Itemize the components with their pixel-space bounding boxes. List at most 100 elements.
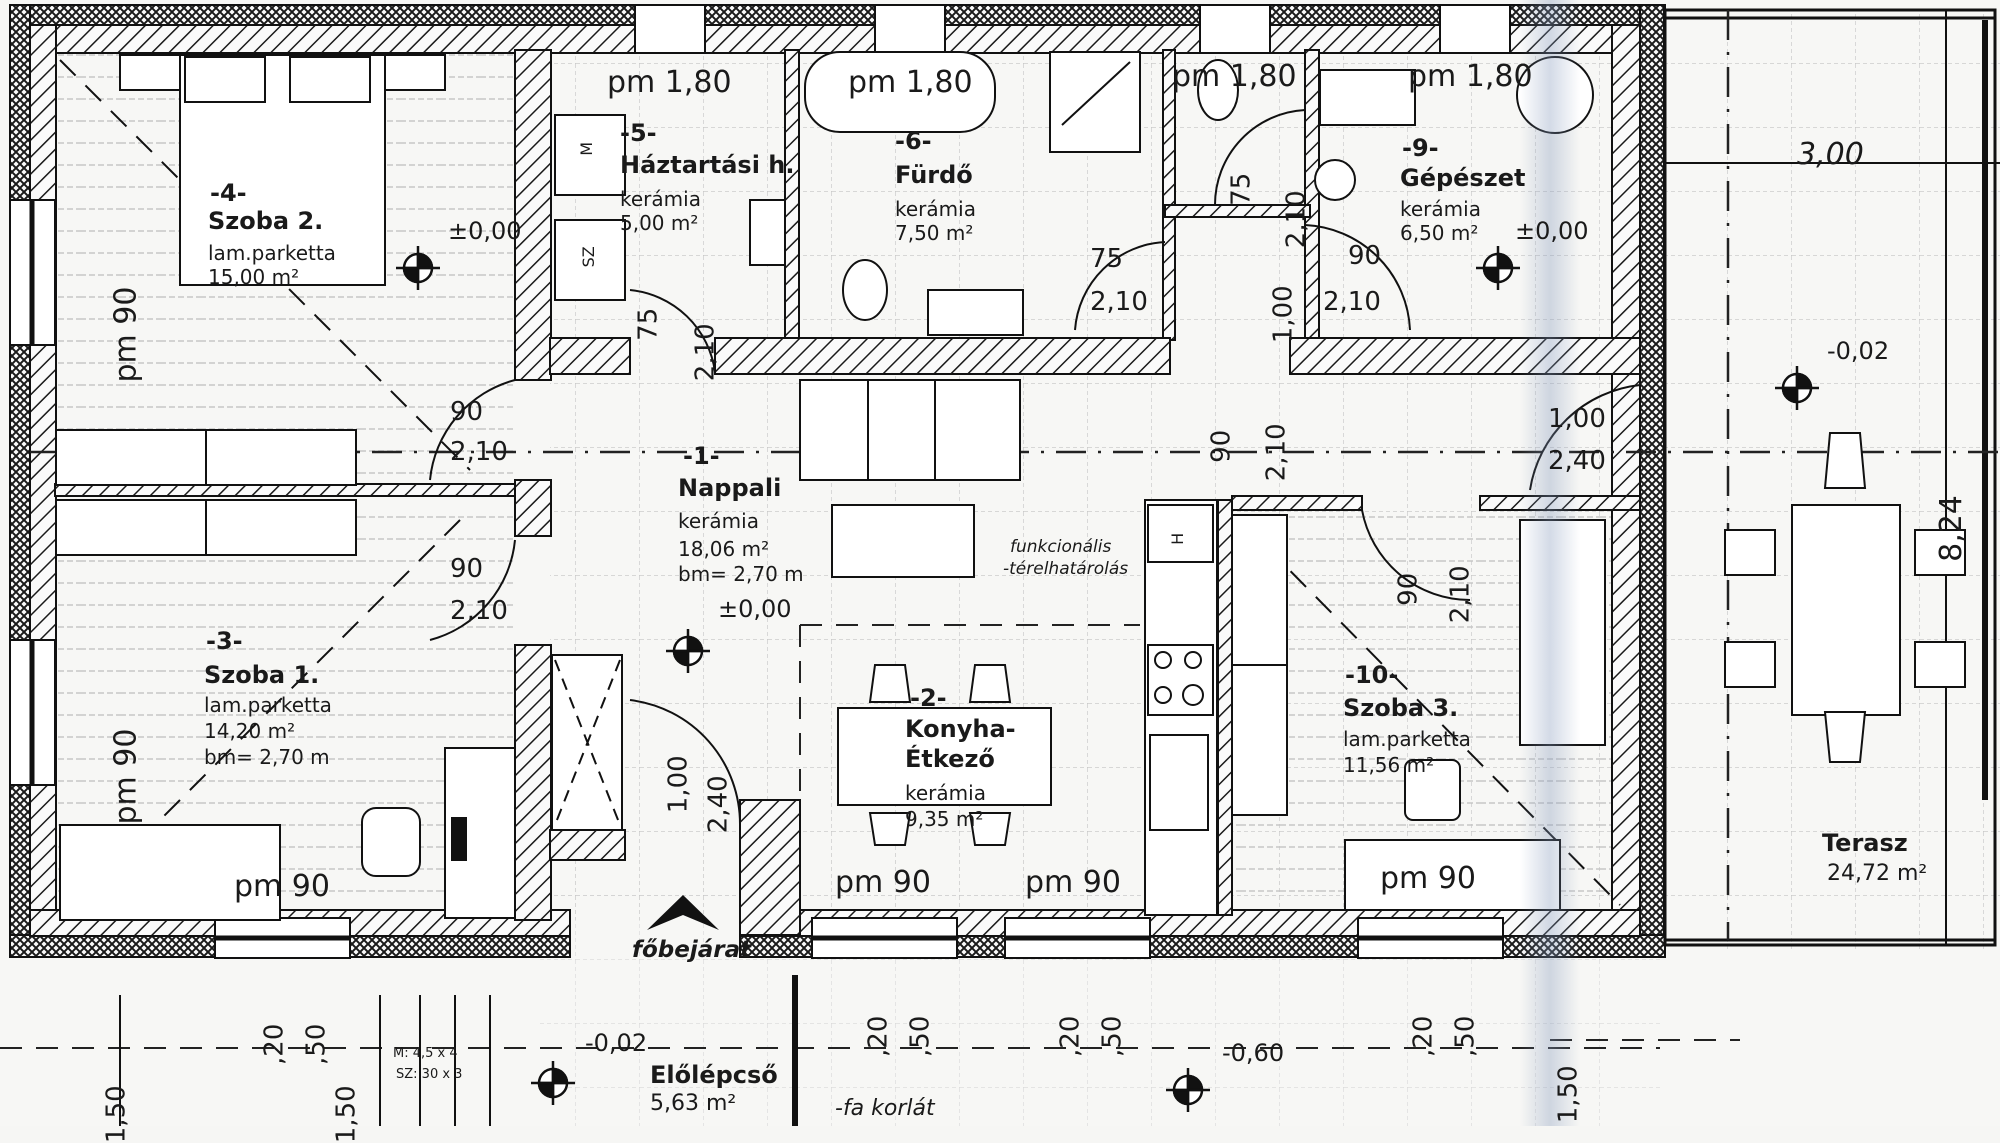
room-10-area: 11,56 m² xyxy=(1343,753,1435,777)
room-1-floor: kerámia xyxy=(678,509,759,533)
room-2-area: 9,35 m² xyxy=(905,807,984,831)
sill-dim: 1,50 xyxy=(331,1085,362,1143)
windows xyxy=(9,4,1511,959)
window-label: pm 90 xyxy=(108,286,144,383)
front-steps-level: -0,02 xyxy=(585,1029,648,1057)
sill-dim: ,50 xyxy=(905,1015,936,1057)
room-9-name: Gépészet xyxy=(1400,164,1526,192)
door-height: 2,10 xyxy=(1281,190,1312,249)
room-4-number: -4- xyxy=(210,179,247,207)
window-label: pm 90 xyxy=(1380,861,1476,896)
room-2-name-line2: Étkező xyxy=(905,745,995,773)
terrace-area: 24,72 m² xyxy=(1827,861,1928,886)
door-width: 90 xyxy=(450,554,484,584)
room-6-name: Fürdő xyxy=(895,161,973,189)
room-2-name: Konyha- xyxy=(905,715,1016,743)
zoning-label-2: -térelhatárolás xyxy=(1003,559,1129,579)
door-height: 2,40 xyxy=(1548,446,1606,476)
room-5-number: -5- xyxy=(620,119,657,147)
sill-dim: ,50 xyxy=(1097,1015,1128,1057)
sill-dim: ,20 xyxy=(1408,1015,1439,1057)
room-9-area: 6,50 m² xyxy=(1400,221,1479,245)
stair-m-spec: M: 4,5 x 4 xyxy=(393,1046,458,1061)
room-10-name: Szoba 3. xyxy=(1343,694,1459,722)
door-width: 1,00 xyxy=(1548,404,1606,434)
room-9-floor: kerámia xyxy=(1400,197,1481,221)
door-width: 75 xyxy=(633,307,664,341)
window-label: pm 90 xyxy=(1025,865,1121,900)
room-1-name: Nappali xyxy=(678,474,782,502)
door-width: 1,00 xyxy=(663,755,694,814)
door-height: 2,10 xyxy=(1323,287,1381,317)
room-4-floor: lam.parketta xyxy=(208,241,336,265)
door-height: 2,10 xyxy=(1261,423,1292,482)
terrace-name: Terasz xyxy=(1822,829,1908,857)
window-label: pm 90 xyxy=(234,869,330,904)
room-9-level: ±0,00 xyxy=(1515,217,1589,245)
terrace-level: -0,02 xyxy=(1827,337,1890,365)
door-width: 75 xyxy=(1226,172,1257,206)
room-4-level: ±0,00 xyxy=(448,217,522,245)
room-6-area: 7,50 m² xyxy=(895,221,974,245)
room-9-number: -9- xyxy=(1402,134,1439,162)
appliance-m-label: M xyxy=(577,141,597,156)
door-height: 2,10 xyxy=(690,323,721,382)
terrace-frame xyxy=(1663,8,1997,947)
door-height: 2,10 xyxy=(1445,565,1476,624)
front-steps-area: 5,63 m² xyxy=(650,1091,737,1116)
door-height: 2,10 xyxy=(1090,287,1148,317)
sill-dim: ,50 xyxy=(1450,1015,1481,1057)
door-height: 2,10 xyxy=(450,596,508,626)
entrance-arrow-icon xyxy=(647,895,719,930)
room-3-height: bm= 2,70 m xyxy=(204,745,330,769)
front-steps-name: Előlépcső xyxy=(650,1061,778,1089)
room-6-floor: kerámia xyxy=(895,197,976,221)
door-width: 75 xyxy=(1090,244,1124,274)
ground-level: -0,60 xyxy=(1222,1039,1285,1067)
terrace-length-dim: 8,24 xyxy=(1933,495,1969,562)
room-1-height: bm= 2,70 m xyxy=(678,562,804,586)
zoning-label-1: funkcionális xyxy=(1010,537,1112,557)
stair-sz-spec: SZ: 30 x 3 xyxy=(396,1067,463,1082)
door-width: 90 xyxy=(450,397,484,427)
door-height: 2,10 xyxy=(450,437,508,467)
room-3-floor: lam.parketta xyxy=(204,693,332,717)
sill-dim: ,20 xyxy=(1055,1015,1086,1057)
level-markers xyxy=(396,246,1819,1112)
sill-dim: 1,50 xyxy=(101,1085,132,1143)
room-6-number: -6- xyxy=(895,127,932,155)
door-height: 1,00 xyxy=(1268,285,1299,344)
railing-label: -fa korlát xyxy=(835,1096,935,1121)
room-5-name: Háztartási h. xyxy=(620,151,795,179)
terrace-width-dim: 3,00 xyxy=(1797,137,1864,172)
room-4-area: 15,00 m² xyxy=(208,265,300,289)
room-5-area: 5,00 m² xyxy=(620,211,699,235)
room-5-floor: kerámia xyxy=(620,187,701,211)
sill-dim: ,20 xyxy=(259,1023,290,1065)
entrance-label: főbejárat xyxy=(632,937,752,963)
room-4-name: Szoba 2. xyxy=(208,207,324,235)
room-2-floor: kerámia xyxy=(905,781,986,805)
window-label: pm 90 xyxy=(835,865,931,900)
furniture xyxy=(55,51,1966,921)
room-3-name: Szoba 1. xyxy=(204,661,320,689)
sill-dim: 1,50 xyxy=(1553,1065,1584,1124)
appliance-sz-label: SZ xyxy=(578,246,598,268)
window-label: pm 1,80 xyxy=(1408,59,1533,94)
window-label: pm 90 xyxy=(108,728,144,825)
door-width: 90 xyxy=(1348,241,1382,271)
sill-dim: ,50 xyxy=(301,1023,332,1065)
sill-dim: ,20 xyxy=(863,1015,894,1057)
room-1-level: ±0,00 xyxy=(718,595,792,623)
door-height: 2,40 xyxy=(703,775,734,834)
room-1-number: -1- xyxy=(683,442,720,470)
room-1-area: 18,06 m² xyxy=(678,537,770,561)
appliance-h-label: H xyxy=(1168,532,1188,545)
window-label: pm 1,80 xyxy=(1172,59,1297,94)
room-10-number: -10- xyxy=(1345,661,1399,689)
room-2-number: -2- xyxy=(910,684,947,712)
room-3-area: 14,20 m² xyxy=(204,719,296,743)
window-label: pm 1,80 xyxy=(848,65,973,100)
door-width: 90 xyxy=(1206,429,1237,463)
